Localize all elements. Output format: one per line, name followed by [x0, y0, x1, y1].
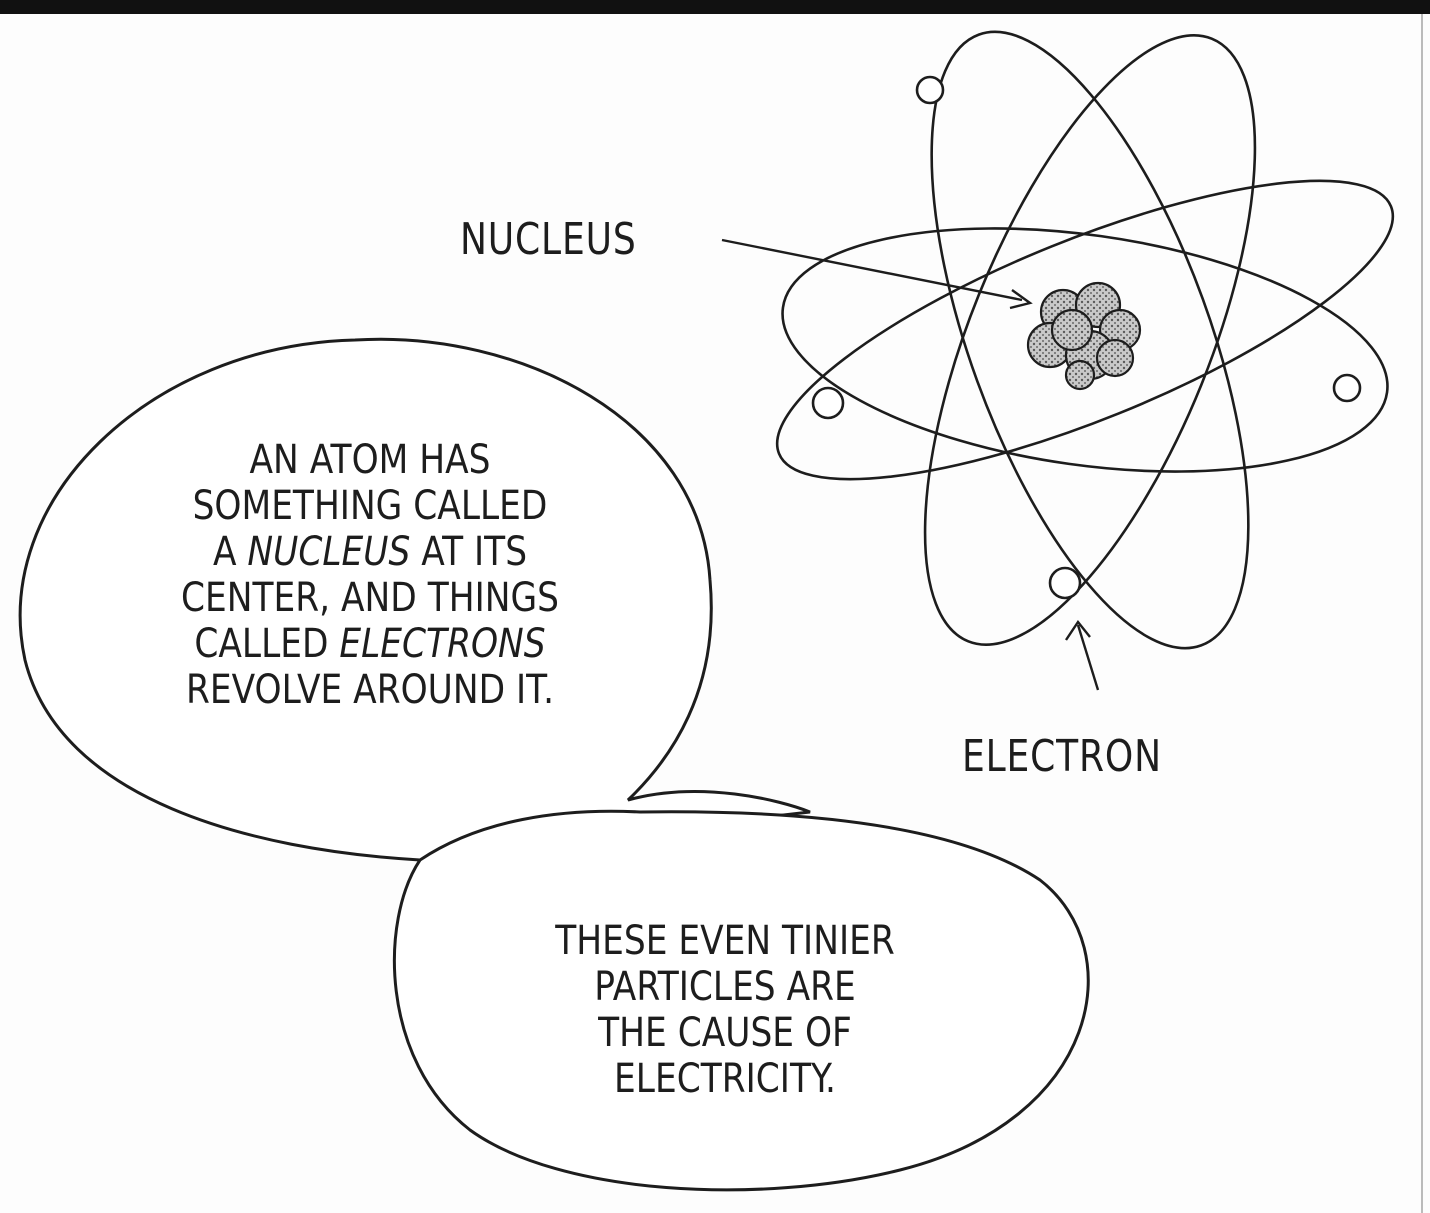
electron-pointer-line	[1076, 624, 1100, 691]
bubble-1-line-1-text: AN ATOM HAS	[249, 437, 491, 483]
nucleus	[1026, 281, 1142, 391]
bubble-1-line-3: A NUCLEUS AT ITS	[112, 529, 628, 575]
orbit-vertical-left	[930, 30, 1250, 650]
electron-right	[1332, 373, 1362, 403]
bubble-1-line-3-text-a: A	[212, 529, 248, 575]
speech-bubble-2-text: THESE EVEN TINIER PARTICLES ARE THE CAUS…	[458, 918, 991, 1102]
bubble-2-line-4: ELECTRICITY.	[614, 1056, 836, 1102]
bubble-1-line-4: CENTER, AND THINGS	[112, 575, 628, 621]
bubble-1-line-2: SOMETHING CALLED	[112, 483, 628, 529]
bubble-2-line-2: PARTICLES ARE	[594, 964, 856, 1010]
speech-bubble-1-text: AN ATOM HAS SOMETHING CALLED A NUCLEUS A…	[112, 437, 628, 713]
electron-left	[811, 386, 845, 420]
speech-bubble-2	[392, 809, 1090, 1192]
bubble-1-line-4-text: CENTER, AND THINGS	[181, 575, 559, 621]
bubble-1-nucleus-emphasis: NUCLEUS	[247, 529, 411, 575]
bubble-1-line-3-text-b: AT ITS	[410, 529, 528, 575]
bubble-1-line-2-text: SOMETHING CALLED	[192, 483, 548, 529]
bubble-1-electrons-emphasis: ELECTRONS	[339, 621, 546, 667]
bubble-1-line-5: CALLED ELECTRONS	[112, 621, 628, 667]
bubble-1-line-5-text-a: CALLED	[194, 621, 340, 667]
nucleus-pointer-arrowhead	[1009, 289, 1033, 310]
electron-top	[915, 75, 945, 105]
nucleus-pointer-line	[721, 238, 1023, 302]
nucleus-label: NUCLEUS	[460, 214, 637, 265]
electron-pointer-arrowhead	[1065, 619, 1091, 641]
bubble-1-line-1: AN ATOM HAS	[112, 437, 628, 483]
orbit-horizontal	[781, 227, 1389, 473]
electron-label: ELECTRON	[962, 731, 1162, 782]
bubble-1-line-6: REVOLVE AROUND IT.	[112, 667, 628, 713]
bubble-2-line-1: THESE EVEN TINIER	[555, 918, 895, 964]
bubble-1-line-6-text: REVOLVE AROUND IT.	[185, 667, 555, 713]
panel-top-border	[0, 0, 1430, 14]
orbit-vertical-right	[923, 34, 1257, 646]
orbit-tilted-left	[775, 179, 1395, 481]
electron-bottom	[1048, 566, 1082, 600]
bubble-2-line-3: THE CAUSE OF	[598, 1010, 852, 1056]
